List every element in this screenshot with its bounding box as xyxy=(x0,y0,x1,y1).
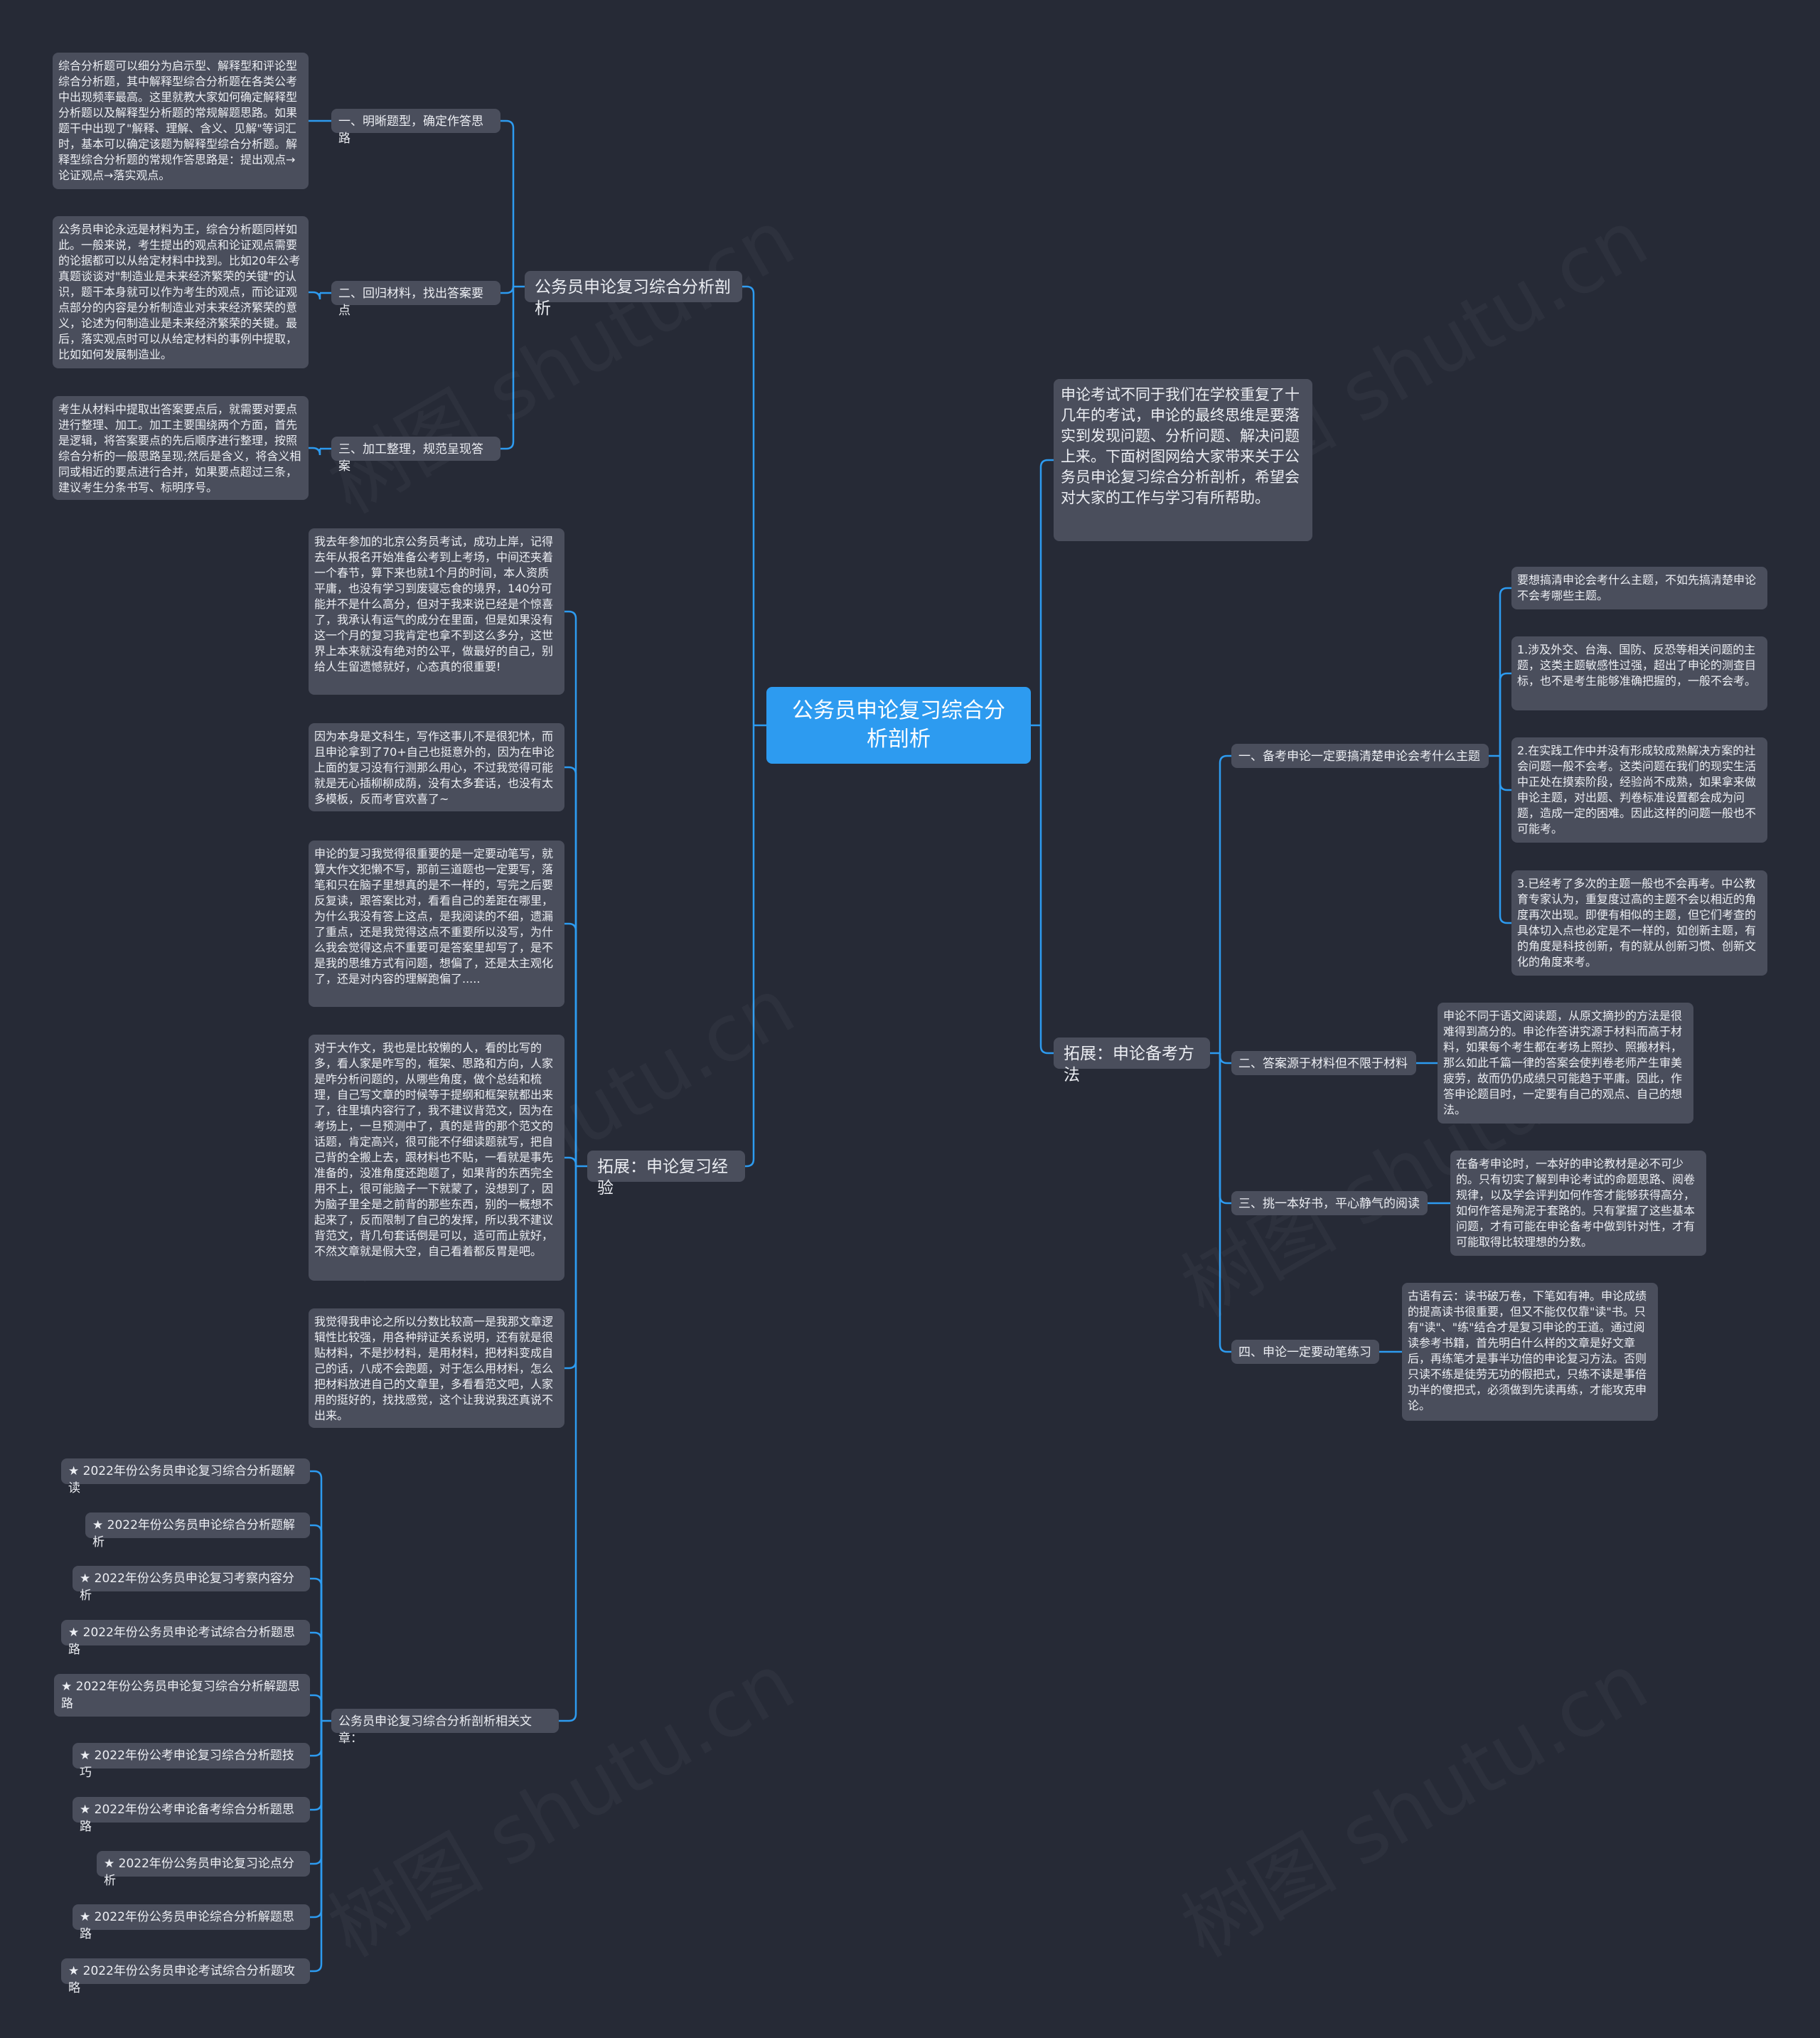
method-sub-2-text: 申论不同于语文阅读题，从原文摘抄的方法是很难得到高分的。申论作答讲究源于材料而高… xyxy=(1438,1003,1693,1124)
connector-line xyxy=(500,285,515,294)
connector-line xyxy=(1499,587,1511,756)
related-article-link[interactable]: ★ 2022年份公考申论复习综合分析题技巧 xyxy=(73,1743,310,1780)
related-article-link[interactable]: ★ 2022年份公务员申论复习综合分析题解读 xyxy=(61,1458,310,1495)
branch-methods[interactable]: 拓展：申论备考方法 xyxy=(1054,1037,1210,1084)
connector-line xyxy=(310,1524,323,1721)
related-article-link[interactable]: ★ 2022年份公务员申论复习综合分析解题思路 xyxy=(54,1674,310,1717)
connector-line xyxy=(310,1631,323,1721)
experience-item-3: 申论的复习我觉得很重要的是一定要动笔写，就算大作文犯懒不写，那前三道题也一定要写… xyxy=(309,841,564,1007)
method-sub-4[interactable]: 四、申论一定要动笔练习 xyxy=(1231,1340,1379,1364)
connector-line xyxy=(309,447,321,456)
connector-line xyxy=(310,1721,323,1865)
related-article-link[interactable]: ★ 2022年份公务员申论综合分析题解析 xyxy=(85,1513,310,1549)
method-sub-3[interactable]: 三、挑一本好书，平心静气的阅读 xyxy=(1231,1191,1428,1215)
related-article-link[interactable]: ★ 2022年份公务员申论综合分析解题思路 xyxy=(73,1904,310,1941)
related-article-link[interactable]: ★ 2022年份公考申论备考综合分析题思路 xyxy=(73,1797,310,1834)
branch-analysis[interactable]: 公务员申论复习综合分析剖析 xyxy=(525,271,742,318)
connector-line xyxy=(745,725,755,1168)
experience-item-1: 我去年参加的北京公务员考试，成功上岸，记得去年从报名开始准备公考到上考场，中间还… xyxy=(309,528,564,695)
branch-experience[interactable]: 拓展：申论复习经验 xyxy=(587,1151,745,1197)
connector-line xyxy=(310,1577,323,1721)
connector-line xyxy=(310,1721,323,1811)
connector-line xyxy=(559,1166,577,1722)
connector-line xyxy=(564,610,577,1166)
method-sub-1-text: 要想搞清申论会考什么主题，不如先搞清楚申论不会考哪些主题。 xyxy=(1511,567,1767,609)
connector-line xyxy=(1219,1053,1231,1353)
method-sub-4-text: 古语有云：读书破万卷，下笔如有神。申论成绩的提高读书很重要，但又不能仅仅靠"读"… xyxy=(1402,1283,1658,1421)
method-sub-3-text: 在备考申论时，一本好的申论教材是必不可少的。只有切实了解到申论考试的命题思路、阅… xyxy=(1450,1151,1706,1256)
connector-line xyxy=(1219,1053,1231,1065)
connector-line xyxy=(500,287,515,450)
connector-line xyxy=(742,285,755,725)
intro-node[interactable]: 申论考试不同于我们在学校重复了十几年的考试，申论的最终思维是要落实到发现问题、分… xyxy=(1054,379,1312,541)
method-sub-1-text: 3.已经考了多次的主题一般也不会再考。中公教育专家认为，重复度过高的主题不会以相… xyxy=(1511,870,1767,976)
connector-line xyxy=(1499,756,1511,791)
connector-line xyxy=(1219,1053,1231,1205)
related-article-link[interactable]: ★ 2022年份公务员申论复习论点分析 xyxy=(97,1851,310,1888)
connector-line xyxy=(1499,672,1511,756)
related-article-link[interactable]: ★ 2022年份公务员申论复习考察内容分析 xyxy=(73,1566,310,1603)
method-sub-2[interactable]: 二、答案源于材料但不限于材料 xyxy=(1231,1051,1416,1075)
connector-line xyxy=(564,922,577,1166)
analysis-sub-3-text: 考生从材料中提取出答案要点后，就需要对要点进行整理、加工。加工主要围绕两个方面，… xyxy=(53,396,309,500)
connector-line xyxy=(310,1470,323,1721)
experience-item-5: 我觉得我申论之所以分数比较高一是我那文章逻辑性比较强，用各种辩证关系说明，还有就… xyxy=(309,1308,564,1428)
method-sub-1[interactable]: 一、备考申论一定要搞清楚申论会考什么主题 xyxy=(1231,744,1489,768)
connector-line xyxy=(1219,754,1231,1053)
connector-line xyxy=(310,1694,323,1721)
analysis-sub-2-text: 公务员申论永远是材料为王，综合分析题同样如此。一般来说，考生提出的观点和论证观点… xyxy=(53,216,309,368)
analysis-sub-1[interactable]: 一、明晰题型，确定作答思路 xyxy=(331,109,500,146)
experience-item-4: 对于大作文，我也是比较懒的人，看的比写的多，看人家是咋写的，框架、思路和方向，人… xyxy=(309,1035,564,1281)
method-sub-1-text: 2.在实践工作中并没有形成较成熟解决方案的社会问题一般不会考。这类问题在我们的现… xyxy=(1511,737,1767,843)
connector-line xyxy=(564,1166,577,1370)
connector-line xyxy=(1039,725,1054,1055)
related-articles-header[interactable]: 公务员申论复习综合分析剖析相关文章： xyxy=(331,1709,559,1746)
connector-line xyxy=(309,291,321,300)
connector-line xyxy=(310,1721,323,1757)
connector-line xyxy=(564,1156,577,1166)
analysis-sub-2[interactable]: 二、回归材料，找出答案要点 xyxy=(331,281,500,318)
method-sub-1-text: 1.涉及外交、台海、国防、反恐等相关问题的主题，这类主题敏感性过强，超出了申论的… xyxy=(1511,636,1767,710)
connector-line xyxy=(1039,459,1054,725)
root-topic[interactable]: 公务员申论复习综合分析剖析 xyxy=(766,687,1031,764)
experience-item-2: 因为本身是文科生，写作这事儿不是很犯怵，而且申论拿到了70+自己也挺意外的，因为… xyxy=(309,723,564,811)
connector-line xyxy=(1499,756,1511,924)
related-article-link[interactable]: ★ 2022年份公务员申论考试综合分析题攻略 xyxy=(61,1958,310,1995)
related-article-link[interactable]: ★ 2022年份公务员申论考试综合分析题思路 xyxy=(61,1620,310,1657)
connector-line xyxy=(500,119,515,287)
analysis-sub-1-text: 综合分析题可以细分为启示型、解释型和评论型综合分析题，其中解释型综合分析题在各类… xyxy=(53,53,309,189)
connector-line xyxy=(310,1721,323,1973)
analysis-sub-3[interactable]: 三、加工整理，规范呈现答案 xyxy=(331,437,500,474)
connector-line xyxy=(564,766,577,1166)
